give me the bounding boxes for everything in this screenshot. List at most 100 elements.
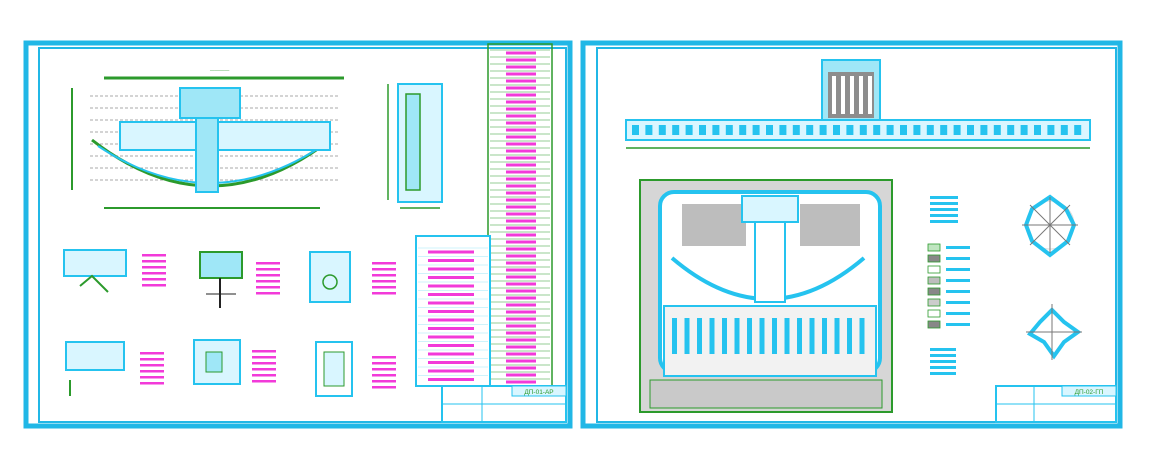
annotation-line	[252, 356, 276, 359]
facade-window	[926, 125, 934, 135]
facade-window	[873, 125, 881, 135]
tower-window-column	[841, 76, 845, 114]
wind-rose-top	[1022, 194, 1078, 258]
tower-window-column	[832, 76, 836, 114]
spec-row-text	[506, 135, 536, 139]
spec-row-text	[506, 331, 536, 335]
facade-window	[913, 125, 921, 135]
facade-window	[685, 125, 693, 135]
facade-window	[940, 125, 948, 135]
spec-row-text	[506, 149, 536, 153]
tower-window-column	[859, 76, 863, 114]
tower-window-column	[850, 76, 854, 114]
spec-row-text	[506, 93, 536, 97]
facade-window	[672, 125, 680, 135]
facade-window	[833, 125, 840, 135]
legend-swatch	[927, 298, 941, 307]
spec-row-text	[506, 226, 536, 230]
legend-text-line	[930, 214, 958, 217]
spec-row-text	[506, 65, 536, 69]
sheet-2: ДП-02-ГП	[580, 40, 1123, 429]
spec-row-text	[506, 380, 536, 384]
legend-row-text	[428, 369, 474, 373]
facade-window	[806, 125, 814, 135]
spec-row-text	[506, 86, 536, 90]
spec-row-text	[506, 261, 536, 265]
annotation-line	[140, 352, 164, 355]
parking-bay	[797, 318, 802, 354]
parking-bay	[672, 318, 677, 354]
spec-row-text	[506, 72, 536, 76]
detail-node-1	[63, 249, 127, 293]
facade-window	[699, 125, 706, 135]
facade-window	[752, 125, 760, 135]
annotation-line	[372, 368, 396, 371]
site-plan	[639, 179, 893, 413]
annotation-line	[142, 266, 166, 269]
annotation-line	[256, 280, 280, 283]
spec-row-text	[506, 282, 536, 286]
parking-bay	[734, 318, 740, 354]
annotation-line	[252, 362, 276, 365]
site-legend	[927, 196, 970, 375]
spec-row-text	[506, 100, 536, 104]
spec-row-text	[506, 219, 536, 223]
annotation-line	[140, 364, 164, 367]
legend-text-line	[930, 208, 958, 211]
spec-row-text	[506, 79, 536, 83]
annotation-line	[256, 274, 280, 277]
annotation-line	[252, 374, 276, 377]
spec-row-text	[506, 205, 536, 209]
annotation-line	[252, 350, 276, 353]
spec-row-text	[506, 58, 536, 62]
detail-node-6	[315, 341, 353, 397]
legend-swatch	[927, 320, 941, 329]
legend-row-text	[428, 310, 474, 313]
facade-window	[859, 125, 867, 135]
facade-window	[900, 125, 907, 135]
legend-row-text	[428, 378, 474, 381]
spec-row-text	[506, 359, 536, 363]
annotation-line	[372, 274, 396, 277]
wind-rose-bottom	[1026, 304, 1082, 360]
parking-bay	[834, 318, 840, 354]
legend-text-line	[930, 220, 958, 223]
spec-row-text	[506, 107, 536, 111]
legend-swatch	[927, 276, 941, 285]
spec-row-text	[506, 212, 536, 216]
facade-window	[632, 125, 639, 135]
detail-node-4	[65, 341, 125, 396]
spec-row-text	[506, 345, 536, 349]
sheet-2-stamp: ДП-02-ГП	[995, 385, 1117, 423]
legend-swatch	[927, 243, 941, 252]
spec-row-text	[506, 177, 536, 181]
annotation-line	[140, 358, 164, 361]
legend-label-line	[946, 246, 970, 249]
facade-window	[886, 125, 894, 135]
spec-row-text	[506, 324, 536, 328]
spec-row-text	[506, 275, 536, 279]
annotation-line	[140, 376, 164, 379]
annotation-line	[256, 268, 280, 271]
facade-window	[819, 125, 827, 135]
spec-row-text	[506, 296, 536, 300]
legend-label-line	[946, 312, 970, 315]
annotation-line	[372, 286, 396, 289]
legend-row-text	[428, 352, 474, 356]
legend-text-line	[930, 354, 956, 357]
facade-window	[1074, 125, 1082, 135]
sheet-1-stamp-code: ДП-01-АР	[524, 389, 553, 396]
annotation-line	[140, 382, 164, 385]
legend-swatch	[927, 309, 941, 318]
spec-row-text	[506, 170, 536, 174]
annotation-line	[372, 292, 396, 295]
parking-bay	[722, 318, 727, 354]
specification-rows	[490, 49, 550, 398]
facade-window	[766, 125, 773, 135]
legend-row-text	[428, 327, 474, 330]
annotation-line	[252, 380, 276, 383]
annotation-line	[372, 356, 396, 359]
parking-rows	[672, 318, 865, 354]
facade-window	[1047, 125, 1055, 135]
facade-window	[953, 125, 961, 135]
